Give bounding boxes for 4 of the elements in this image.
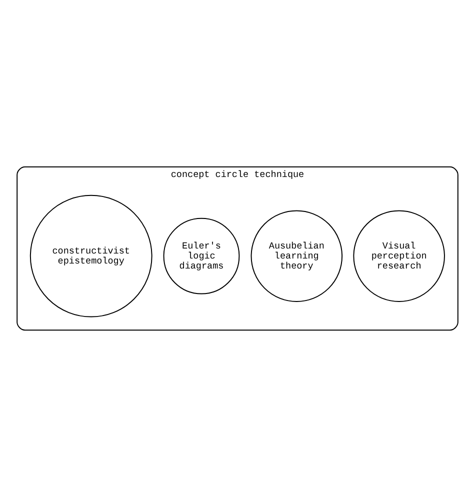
node-circle: Euler's logic diagrams	[163, 217, 240, 294]
node-circle: Ausubelian learning theory	[250, 210, 343, 302]
node-circle: Visual perception research	[353, 210, 445, 302]
node-circle: constructivist epistemology	[30, 194, 152, 317]
